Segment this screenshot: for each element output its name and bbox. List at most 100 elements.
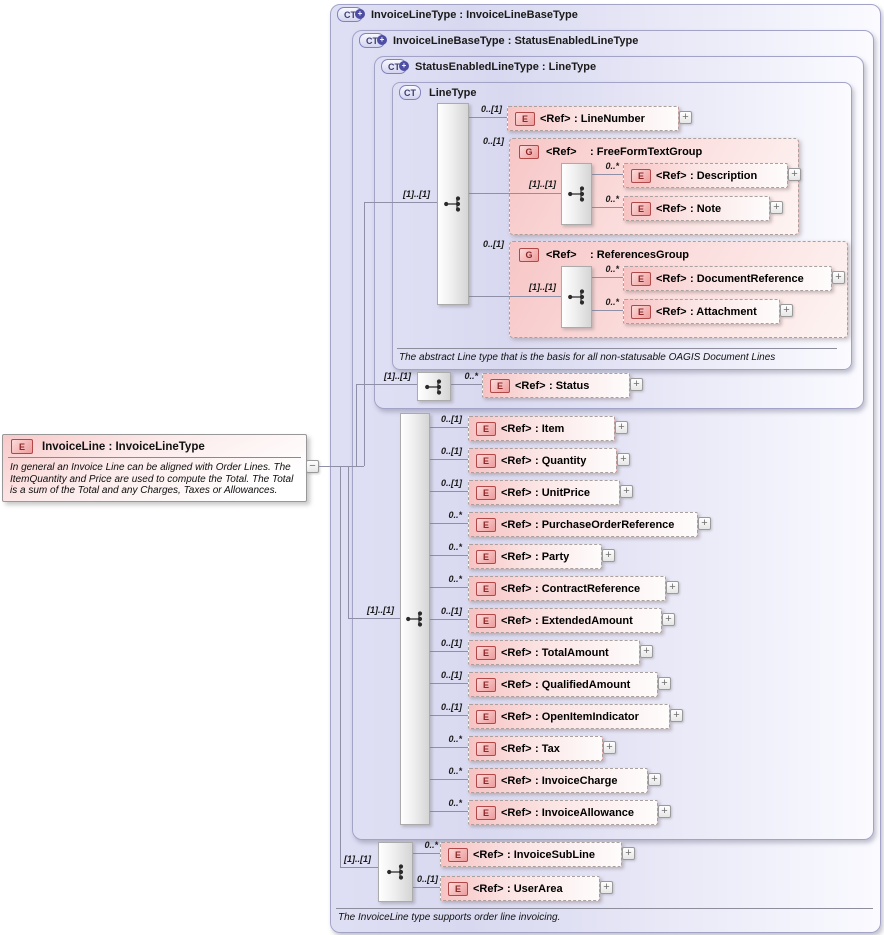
- connector-line: [467, 296, 561, 297]
- sequence-compositor: [561, 266, 592, 328]
- element-invoice-line[interactable]: E InvoiceLine : InvoiceLineType In gener…: [2, 434, 307, 502]
- connector-line: [340, 867, 378, 868]
- element-status[interactable]: E <Ref> : Status: [482, 373, 630, 398]
- element-tag-icon: E: [476, 550, 496, 564]
- expand-icon[interactable]: +: [615, 421, 628, 434]
- occurs-label: [1]..[1]: [384, 371, 411, 381]
- expand-icon[interactable]: +: [662, 613, 675, 626]
- element-tag-icon: E: [490, 379, 510, 393]
- expand-icon[interactable]: +: [622, 847, 635, 860]
- element-ref: <Ref>: [501, 679, 532, 691]
- box-title: LineType: [429, 86, 477, 99]
- element-tag-icon: E: [11, 439, 33, 454]
- connector-line: [411, 853, 440, 854]
- group-ref: <Ref>: [546, 249, 577, 261]
- collapse-toggle[interactable]: −: [306, 460, 319, 473]
- element-user-area[interactable]: E <Ref> : UserArea: [440, 876, 600, 901]
- element-tag-icon: E: [476, 806, 496, 820]
- expand-icon[interactable]: +: [620, 485, 633, 498]
- element-name: : ContractReference: [535, 583, 641, 595]
- expand-icon[interactable]: +: [600, 881, 613, 894]
- sequence-icon: [386, 864, 403, 880]
- expand-icon[interactable]: +: [788, 168, 801, 181]
- element-tag-icon: E: [631, 272, 651, 286]
- expand-icon[interactable]: +: [602, 549, 615, 562]
- expand-icon[interactable]: +: [617, 453, 630, 466]
- element-contract-reference[interactable]: E <Ref> : ContractReference: [468, 576, 666, 601]
- divider: [8, 457, 301, 458]
- element-attachment[interactable]: E <Ref> : Attachment: [623, 299, 780, 324]
- element-tax[interactable]: E <Ref> : Tax: [468, 736, 603, 761]
- complex-type-icon: CT+: [359, 33, 387, 48]
- cardinality-label: 0..*: [448, 574, 462, 584]
- derived-plus-icon: +: [399, 61, 409, 71]
- occurs-label: [1]..[1]: [344, 854, 371, 864]
- element-tag-icon: E: [476, 710, 496, 724]
- element-unit-price[interactable]: E <Ref> : UnitPrice: [468, 480, 620, 505]
- occurs-label: [1]..[1]: [367, 605, 394, 615]
- element-ref: <Ref>: [473, 849, 504, 861]
- element-tag-icon: E: [476, 422, 496, 436]
- element-line-number[interactable]: E <Ref> : LineNumber: [507, 106, 679, 131]
- element-note[interactable]: E <Ref> : Note: [623, 196, 770, 221]
- element-description[interactable]: E <Ref> : Description: [623, 163, 788, 188]
- complex-type-icon: CT+: [381, 59, 409, 74]
- derived-plus-icon: +: [377, 35, 387, 45]
- expand-icon[interactable]: +: [640, 645, 653, 658]
- element-total-amount[interactable]: E <Ref> : TotalAmount: [468, 640, 640, 665]
- connector-line: [428, 619, 468, 620]
- element-tag-icon: E: [476, 742, 496, 756]
- expand-icon[interactable]: +: [832, 271, 845, 284]
- element-name: : Item: [535, 423, 565, 435]
- expand-icon[interactable]: +: [658, 805, 671, 818]
- element-item[interactable]: E <Ref> : Item: [468, 416, 615, 441]
- element-invoice-charge[interactable]: E <Ref> : InvoiceCharge: [468, 768, 648, 793]
- expand-icon[interactable]: +: [658, 677, 671, 690]
- element-quantity[interactable]: E <Ref> : Quantity: [468, 448, 617, 473]
- connector-line: [428, 427, 468, 428]
- element-name: : ExtendedAmount: [535, 615, 633, 627]
- connector-line: [428, 811, 468, 812]
- invoice-line-type-annotation: The InvoiceLine type supports order line…: [338, 912, 561, 923]
- cardinality-label: 0..[1]: [482, 239, 504, 249]
- header-invoice-line-type[interactable]: CT+ InvoiceLineType : InvoiceLineBaseTyp…: [337, 7, 578, 22]
- element-qualified-amount[interactable]: E <Ref> : QualifiedAmount: [468, 672, 658, 697]
- connector-line: [590, 174, 623, 175]
- element-extended-amount[interactable]: E <Ref> : ExtendedAmount: [468, 608, 662, 633]
- expand-icon[interactable]: +: [770, 201, 783, 214]
- expand-icon[interactable]: +: [670, 709, 683, 722]
- box-title: InvoiceLineType : InvoiceLineBaseType: [371, 8, 578, 21]
- element-document-reference[interactable]: E <Ref> : DocumentReference: [623, 266, 832, 291]
- element-ref: <Ref>: [473, 883, 504, 895]
- expand-icon[interactable]: +: [630, 378, 643, 391]
- expand-icon[interactable]: +: [648, 773, 661, 786]
- element-tag-icon: E: [448, 848, 468, 862]
- element-ref: <Ref>: [540, 113, 571, 125]
- element-tag-icon: E: [476, 582, 496, 596]
- header-status-enabled-line-type[interactable]: CT+ StatusEnabledLineType : LineType: [381, 59, 596, 74]
- connector-line: [590, 310, 623, 311]
- connector-line: [364, 202, 437, 203]
- element-purchase-order-reference[interactable]: E <Ref> : PurchaseOrderReference: [468, 512, 698, 537]
- element-party[interactable]: E <Ref> : Party: [468, 544, 602, 569]
- expand-icon[interactable]: +: [698, 517, 711, 530]
- expand-icon[interactable]: +: [679, 111, 692, 124]
- expand-icon[interactable]: +: [666, 581, 679, 594]
- header-line-type[interactable]: CT LineType: [399, 85, 476, 100]
- connector-line: [428, 715, 468, 716]
- cardinality-label: 0..[1]: [480, 104, 502, 114]
- header-invoice-line-base-type[interactable]: CT+ InvoiceLineBaseType : StatusEnabledL…: [359, 33, 638, 48]
- element-invoice-sub-line[interactable]: E <Ref> : InvoiceSubLine: [440, 842, 622, 867]
- connector-line: [428, 587, 468, 588]
- expand-icon[interactable]: +: [780, 304, 793, 317]
- connector-line: [428, 555, 468, 556]
- element-name: : DocumentReference: [690, 273, 804, 285]
- element-ref: <Ref>: [501, 551, 532, 563]
- connector-line: [590, 277, 623, 278]
- annotation-divider: [397, 348, 837, 349]
- element-open-item-indicator[interactable]: E <Ref> : OpenItemIndicator: [468, 704, 670, 729]
- cardinality-label: 0..[1]: [440, 414, 462, 424]
- element-ref: <Ref>: [656, 273, 687, 285]
- expand-icon[interactable]: +: [603, 741, 616, 754]
- element-invoice-allowance[interactable]: E <Ref> : InvoiceAllowance: [468, 800, 658, 825]
